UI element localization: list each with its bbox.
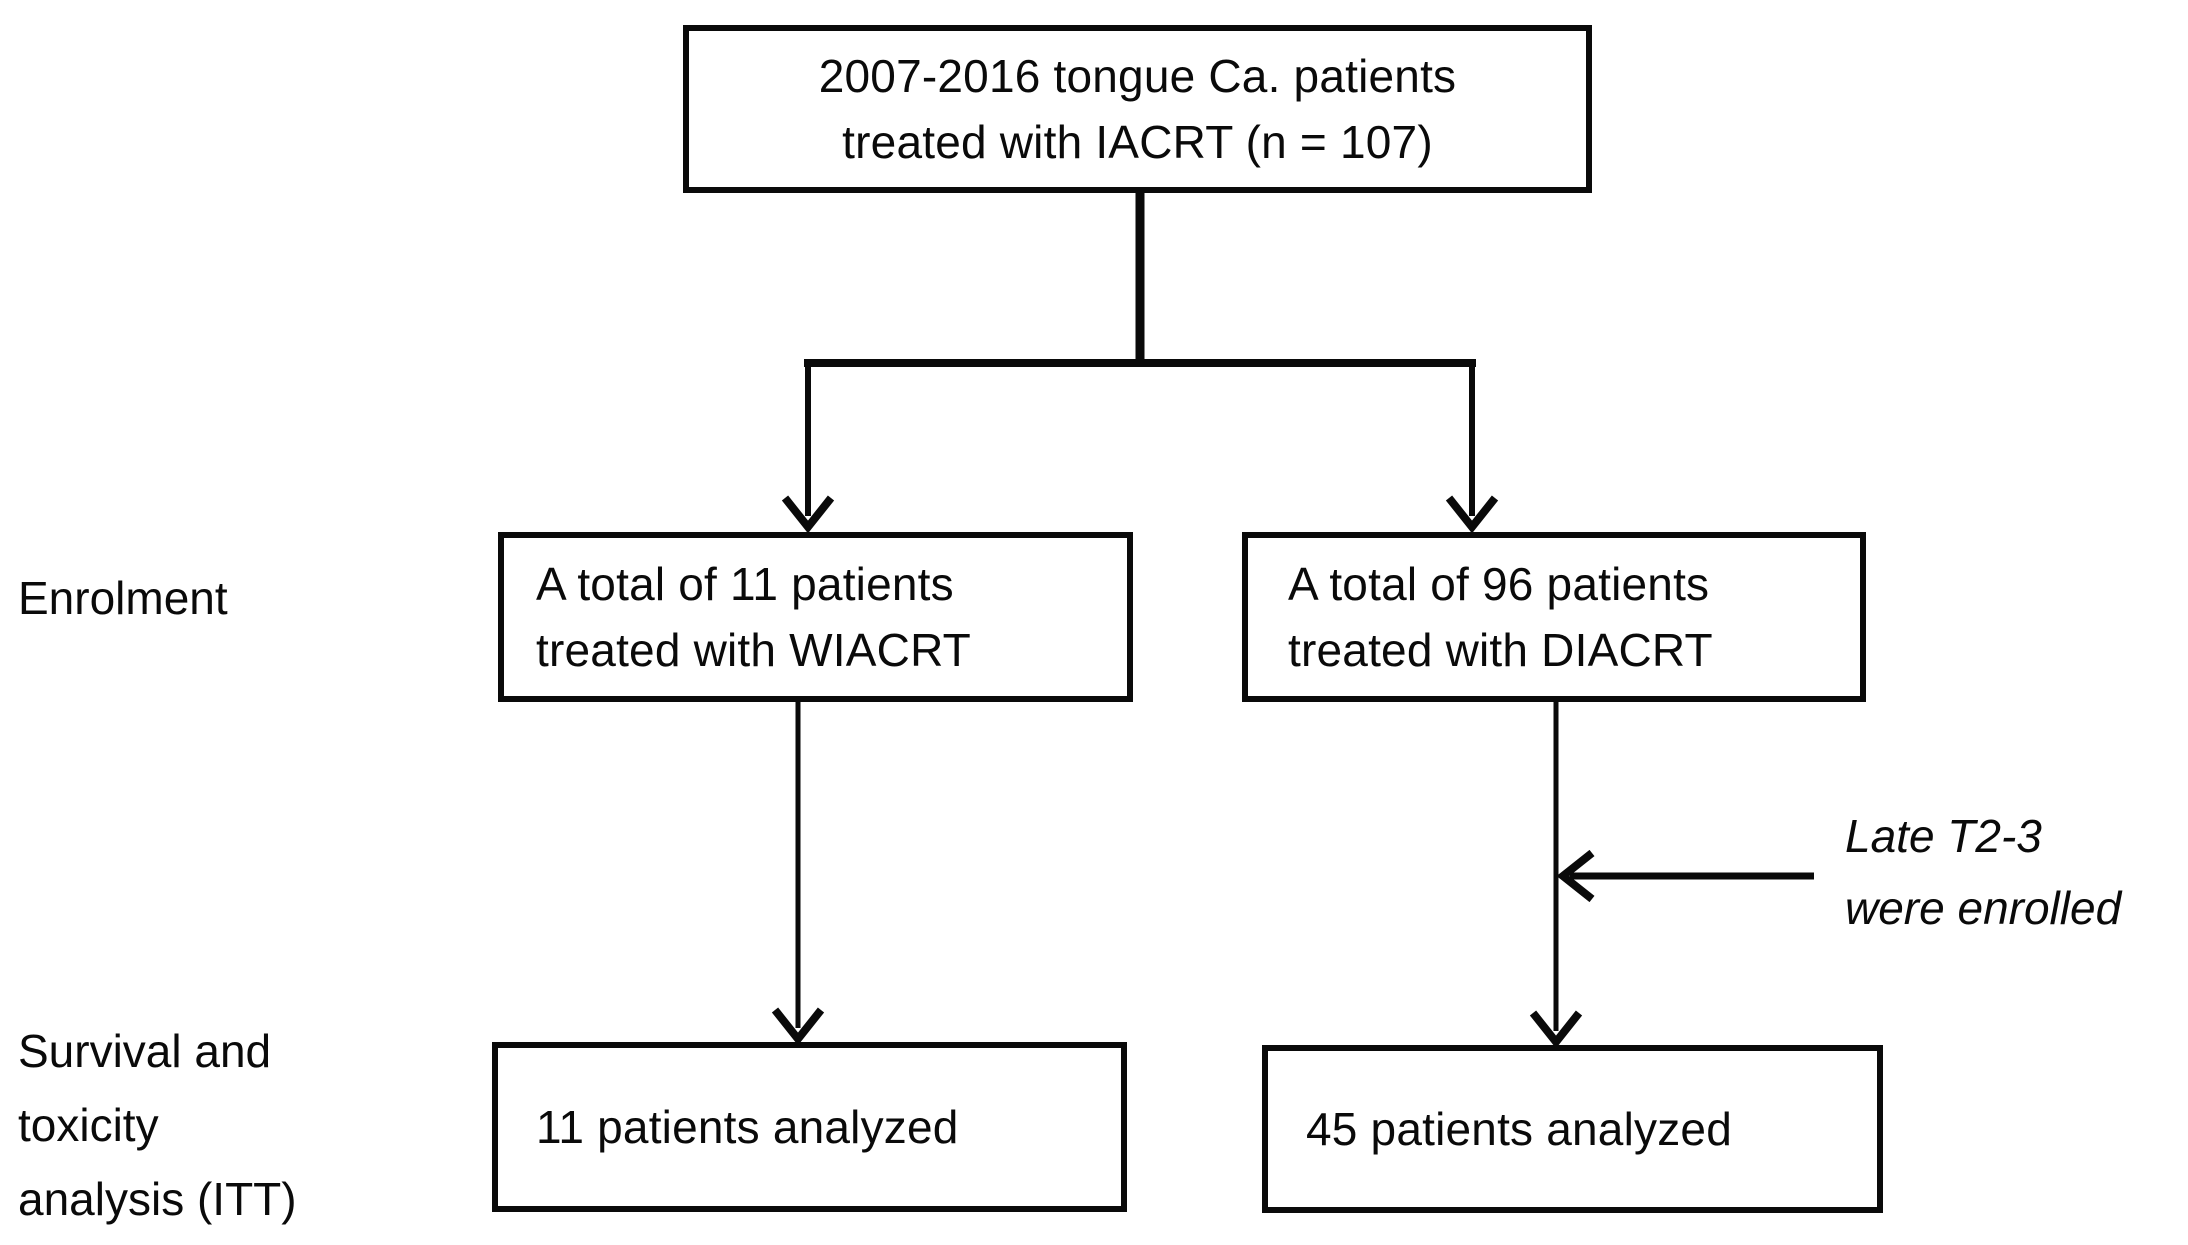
stage-label-analysis: Survival and toxicity analysis (ITT) [18,1014,297,1236]
box-iacrt-total: 2007-2016 tongue Ca. patients treated wi… [683,25,1592,193]
box-wiacrt-line1: A total of 11 patients [536,558,954,610]
stage-label-analysis-line3: analysis (ITT) [18,1173,297,1225]
stage-label-analysis-line2: toxicity [18,1099,159,1151]
box-diacrt-enrolment: A total of 96 patients treated with DIAC… [1242,532,1866,702]
box-diacrt-line2: treated with DIACRT [1288,624,1713,676]
box-diacrt-line1: A total of 96 patients [1288,558,1710,610]
stage-label-analysis-line1: Survival and [18,1025,272,1077]
arrow-wiacrt-to-analysis [771,702,825,1046]
arrowhead-down-icon [781,495,835,534]
arrow-to-wiacrt-box [781,363,835,534]
annotation-line2: were enrolled [1845,882,2122,934]
arrowhead-down-icon [1445,495,1499,534]
box-iacrt-total-line2: treated with IACRT (n = 107) [842,116,1433,168]
arrow-diacrt-to-analysis [1529,702,1583,1049]
annotation-late-t2-3: Late T2-3 were enrolled [1845,800,2121,944]
box-wiacrt-line2: treated with WIACRT [536,624,971,676]
arrowhead-down-icon [771,1007,825,1046]
annotation-line1: Late T2-3 [1845,810,2042,862]
arrow-to-diacrt-box [1445,363,1499,534]
box-wiacrt-analyzed-text: 11 patients analyzed [536,1101,959,1153]
box-wiacrt-enrolment: A total of 11 patients treated with WIAC… [498,532,1133,702]
box-diacrt-analyzed-text: 45 patients analyzed [1306,1103,1732,1155]
box-wiacrt-analyzed: 11 patients analyzed [492,1042,1127,1212]
annotation-arrow [1556,849,1814,903]
stage-label-enrolment: Enrolment [18,572,228,624]
arrowhead-down-icon [1529,1010,1583,1049]
arrowhead-left-icon [1556,849,1595,903]
box-diacrt-analyzed: 45 patients analyzed [1262,1045,1883,1213]
box-iacrt-total-line1: 2007-2016 tongue Ca. patients [818,50,1457,102]
